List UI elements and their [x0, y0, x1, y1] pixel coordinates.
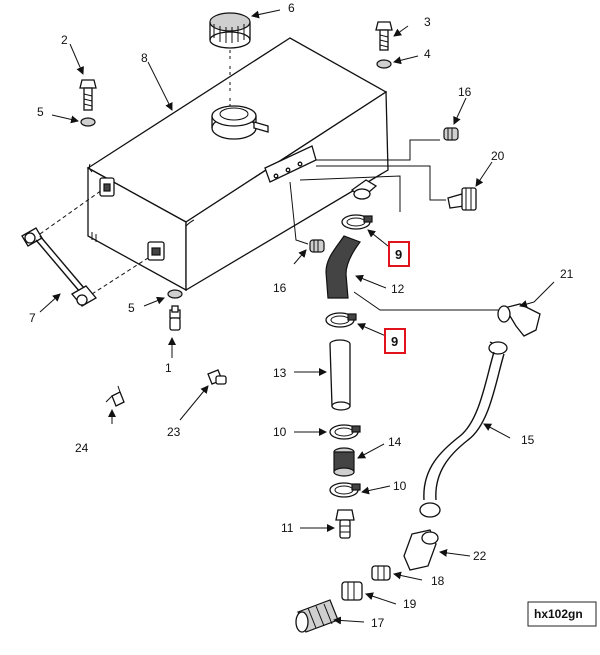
fitting-20 — [447, 187, 477, 211]
grommet-16-upper — [443, 127, 459, 141]
tube-13 — [329, 339, 351, 411]
label-3: 3 — [424, 15, 431, 29]
label-5-lower: 5 — [128, 301, 135, 315]
fuel-line-15 — [419, 341, 508, 518]
label-11: 11 — [281, 521, 294, 535]
label-18: 18 — [431, 574, 445, 588]
label-7: 7 — [29, 311, 36, 325]
bolt-1 — [169, 305, 181, 331]
hose-clamp-9-upper — [341, 214, 373, 230]
adapter-18 — [371, 565, 391, 581]
elbow-22 — [403, 529, 439, 571]
label-22: 22 — [473, 549, 487, 563]
washer-4 — [376, 59, 392, 69]
fitting-23 — [207, 369, 227, 385]
label-20: 20 — [491, 149, 505, 163]
hose-clamp-10-upper — [329, 424, 361, 440]
label-17: 17 — [371, 616, 385, 630]
highlight-9-lower: 9 — [384, 328, 406, 354]
fitting-11 — [335, 509, 355, 539]
clip-24 — [105, 385, 125, 407]
label-10-upper: 10 — [273, 425, 287, 439]
highlight-9-upper: 9 — [388, 241, 410, 267]
svg-text:hx102gn: hx102gn — [534, 607, 583, 621]
label-4: 4 — [424, 47, 431, 61]
figure-reference-box: hx102gn — [527, 601, 597, 627]
filter-17 — [295, 599, 339, 633]
filler-cap — [209, 12, 251, 106]
label-13: 13 — [273, 366, 287, 380]
label-5-upper: 5 — [37, 105, 44, 119]
svg-text:9: 9 — [391, 334, 398, 349]
label-24: 24 — [75, 441, 89, 455]
label-15: 15 — [521, 433, 535, 447]
grommet-16-lower — [309, 239, 325, 253]
label-16-upper: 16 — [458, 85, 472, 99]
filler-neck — [211, 105, 269, 140]
leader-arrows — [39, 9, 555, 625]
hose-clamp-10-lower — [329, 482, 361, 498]
label-19: 19 — [403, 597, 417, 611]
hose-12 — [325, 235, 361, 299]
sleeve-14 — [333, 447, 355, 477]
washer-5-lower — [167, 289, 183, 299]
label-14: 14 — [388, 435, 402, 449]
bolt-2 — [79, 79, 97, 111]
label-23: 23 — [167, 425, 181, 439]
label-16-lower: 16 — [273, 281, 287, 295]
label-12: 12 — [391, 282, 405, 296]
washer-5-upper — [80, 117, 96, 127]
svg-text:9: 9 — [395, 247, 402, 262]
label-21: 21 — [560, 267, 574, 281]
label-6: 6 — [288, 1, 295, 15]
fitting-19 — [341, 581, 363, 601]
hose-clamp-9-lower — [325, 312, 357, 328]
elbow-21 — [497, 303, 541, 337]
label-1: 1 — [165, 361, 172, 375]
bolt-3 — [375, 21, 393, 51]
linkage-rod-7 — [21, 189, 149, 307]
label-10-lower: 10 — [393, 479, 407, 493]
label-8: 8 — [141, 51, 148, 65]
label-2: 2 — [61, 33, 68, 47]
